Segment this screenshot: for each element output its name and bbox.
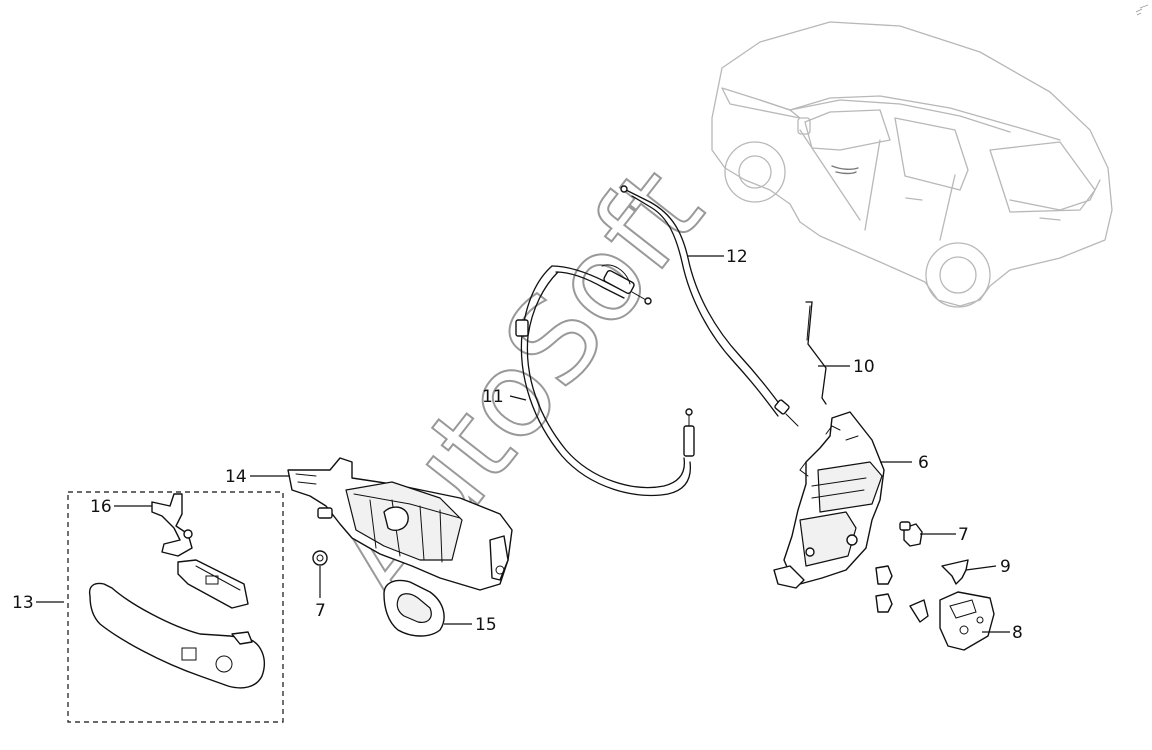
part-9-clip xyxy=(941,559,969,585)
callout-12: 12 xyxy=(726,247,748,267)
part-6-door-lock-actuator xyxy=(773,411,885,589)
outside-door-handle xyxy=(88,582,265,689)
callout-6: 6 xyxy=(918,453,929,473)
callout-13: 13 xyxy=(12,593,34,613)
callout-14: 14 xyxy=(225,467,247,487)
lock-screws xyxy=(875,565,893,613)
part-12-outside-handle-cable xyxy=(620,185,799,427)
part-14-inside-handle-housing xyxy=(287,457,513,591)
part-7-screw-center xyxy=(312,550,328,566)
part-8-striker xyxy=(909,591,995,651)
part-10-lock-rod xyxy=(805,301,827,405)
part-11-inside-handle-cable xyxy=(515,264,695,497)
part-13-outside-handle-assembly-box xyxy=(67,491,284,723)
callout-7-center: 7 xyxy=(315,601,326,621)
watermark-text: AutoSoft xyxy=(308,143,729,627)
part-16-handle-bracket xyxy=(151,493,249,609)
part-7-screw-right xyxy=(899,521,923,547)
vehicle-location-illustration xyxy=(711,21,1113,308)
callout-8: 8 xyxy=(1012,623,1023,643)
leader-lines xyxy=(36,255,1010,633)
callout-16: 16 xyxy=(90,497,112,517)
part-15-handle-bezel xyxy=(383,579,445,637)
corner-mark xyxy=(1135,4,1149,16)
callout-7-right: 7 xyxy=(958,525,969,545)
callout-11: 11 xyxy=(482,387,504,407)
callout-15: 15 xyxy=(475,615,497,635)
callout-9: 9 xyxy=(1000,557,1011,577)
callout-10: 10 xyxy=(853,357,875,377)
